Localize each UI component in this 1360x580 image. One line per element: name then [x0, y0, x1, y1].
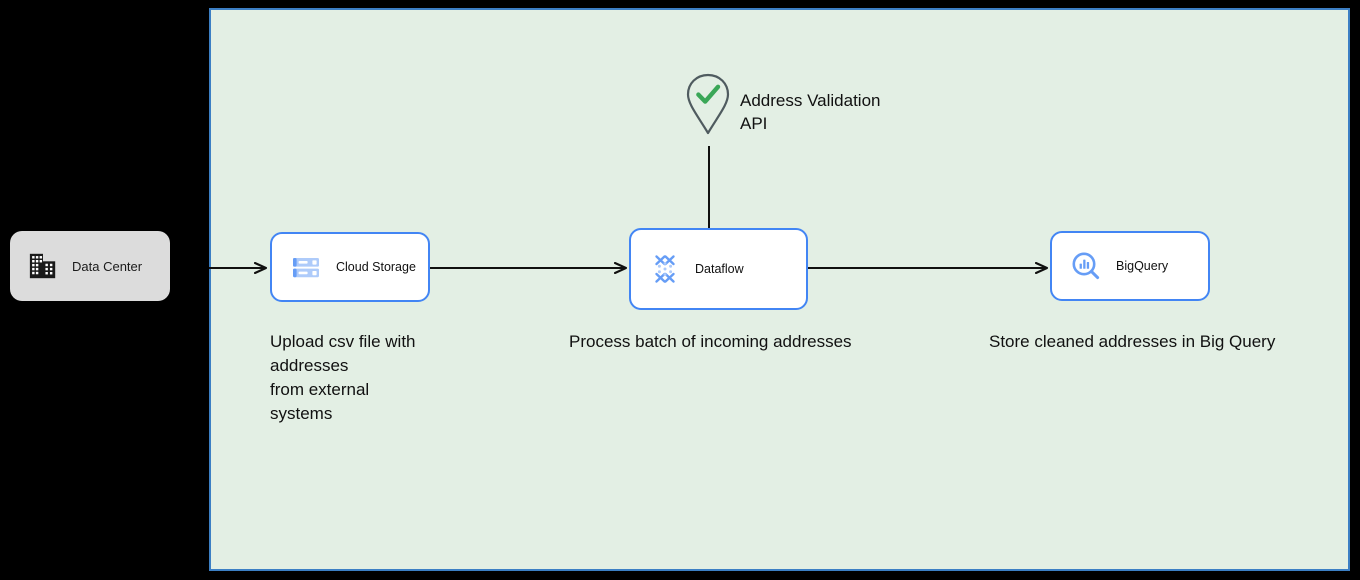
node-cloud-storage[interactable]: Cloud Storage [270, 232, 430, 302]
node-dataflow[interactable]: Dataflow [629, 228, 808, 310]
node-data-center[interactable]: Data Center [10, 231, 170, 301]
bigquery-label: BigQuery [1116, 259, 1169, 273]
node-address-validation-api[interactable]: Address Validation API [684, 73, 881, 135]
data-center-label: Data Center [72, 258, 143, 274]
bigquery-icon [1072, 252, 1100, 280]
cloud-storage-label: Cloud Storage [336, 260, 416, 274]
address-validation-api-label: Address Validation API [740, 91, 881, 133]
data-center-icon [29, 253, 56, 279]
cloud-storage-icon [293, 258, 319, 278]
dataflow-label: Dataflow [695, 262, 744, 276]
caption-bigquery: Store cleaned addresses in Big Query [989, 332, 1276, 351]
map-pin-check-icon [686, 73, 730, 135]
dataflow-icon [655, 255, 675, 283]
caption-dataflow: Process batch of incoming addresses [569, 332, 852, 351]
caption-cloud-storage: Upload csv file with addresses from exte… [270, 332, 416, 423]
node-bigquery[interactable]: BigQuery [1050, 231, 1210, 301]
